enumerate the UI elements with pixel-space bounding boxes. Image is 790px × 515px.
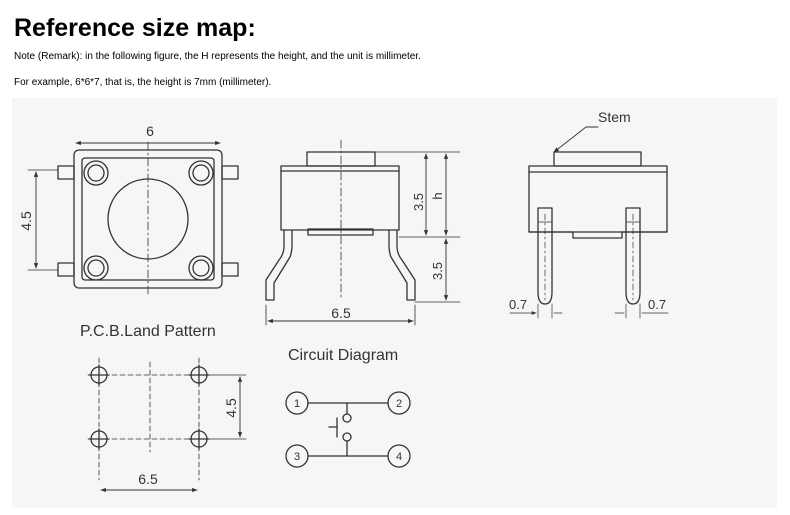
terminal-tab bbox=[57, 262, 75, 277]
stem-label: Stem bbox=[598, 109, 631, 125]
page-title: Reference size map: bbox=[14, 14, 256, 42]
corner-boss bbox=[83, 255, 109, 281]
top-view-height-label: 4.5 bbox=[18, 211, 34, 231]
pin-width-left-label: 0.7 bbox=[509, 297, 527, 312]
land-pad bbox=[88, 428, 110, 450]
side-body bbox=[280, 165, 400, 231]
side-view-lead-height-label: 3.5 bbox=[430, 262, 445, 280]
note-remark: Note (Remark): in the following figure, … bbox=[14, 51, 421, 62]
circuit-diagram bbox=[285, 391, 411, 468]
pin-2-label: 2 bbox=[396, 398, 402, 410]
corner-boss bbox=[83, 160, 109, 186]
pin-4-label: 4 bbox=[396, 451, 402, 463]
side-view-total-height-label: h bbox=[430, 192, 445, 199]
front-body bbox=[528, 165, 668, 233]
top-view bbox=[27, 140, 239, 297]
note-example: For example, 6*6*7, that is, the height … bbox=[14, 77, 272, 88]
pin-1-label: 1 bbox=[294, 398, 300, 410]
pcb-land-pattern-title: P.C.B.Land Pattern bbox=[80, 323, 216, 340]
front-view bbox=[509, 126, 669, 319]
pin-width-right-label: 0.7 bbox=[648, 297, 666, 312]
circuit-diagram-title: Circuit Diagram bbox=[288, 347, 398, 364]
land-pad bbox=[188, 364, 210, 386]
stem-leader bbox=[553, 126, 599, 153]
lead-right bbox=[388, 229, 416, 301]
switch-contact-top bbox=[342, 413, 352, 423]
corner-boss bbox=[188, 255, 214, 281]
terminal-tab bbox=[57, 165, 75, 180]
side-view-width-label: 6.5 bbox=[331, 305, 351, 321]
pin-3-label: 3 bbox=[294, 451, 300, 463]
land-pad bbox=[88, 364, 110, 386]
pin-right bbox=[625, 207, 641, 305]
land-pad bbox=[188, 428, 210, 450]
pcb-width-label: 6.5 bbox=[138, 471, 158, 487]
top-view-width-label: 6 bbox=[146, 123, 154, 139]
pcb-height-label: 4.5 bbox=[223, 398, 239, 418]
terminal-tab bbox=[221, 262, 239, 277]
side-view bbox=[265, 139, 461, 326]
terminal-tab bbox=[221, 165, 239, 180]
pin-left bbox=[537, 207, 553, 305]
lead-left bbox=[265, 229, 293, 301]
pcb-land-pattern bbox=[87, 357, 247, 493]
corner-boss bbox=[188, 160, 214, 186]
side-view-stem-height-label: 3.5 bbox=[411, 193, 426, 211]
